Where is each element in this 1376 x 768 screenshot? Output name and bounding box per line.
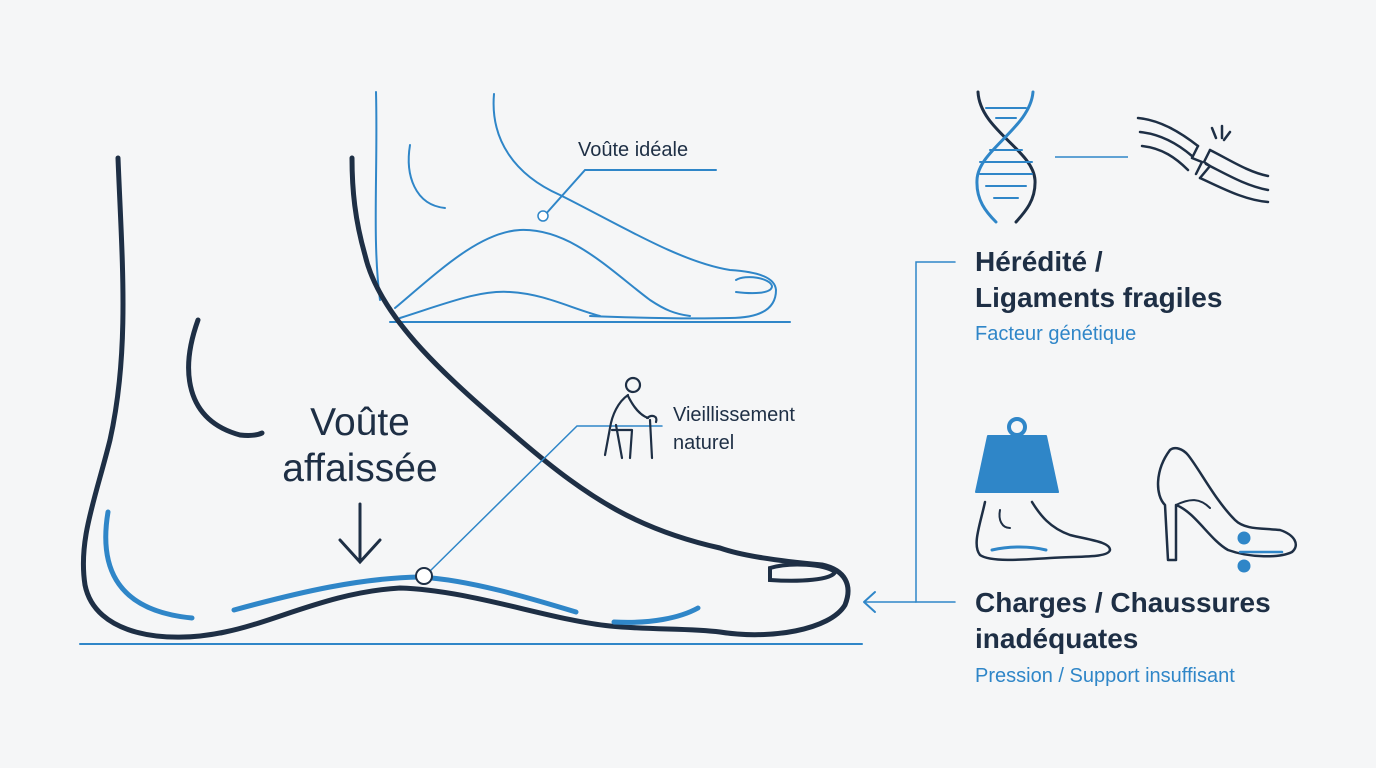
pressure-point-marker	[1237, 531, 1251, 545]
pressure-point-marker	[1237, 559, 1251, 573]
heredity-title-line2: Ligaments fragiles	[975, 282, 1223, 313]
flat-arch-marker	[415, 567, 433, 585]
loads-title-line1: Charges / Chaussures	[975, 587, 1271, 618]
dna-icon	[975, 90, 1037, 224]
heredity-subtitle: Facteur génétique	[975, 323, 1137, 345]
ideal-foot-illustration	[374, 91, 791, 323]
heredity-title-line1: Hérédité /	[975, 246, 1103, 277]
weight-icon	[975, 417, 1059, 493]
high-heel-shoe-icon	[1156, 446, 1297, 562]
loads-title: Charges / Chaussures inadéquates	[975, 585, 1271, 657]
flat-arch-label-line2: affaissée	[282, 447, 438, 490]
flat-foot-illustration	[79, 155, 863, 645]
arrow-left-icon	[863, 591, 876, 613]
loads-title-line2: inadéquates	[975, 623, 1139, 654]
torn-ligament-icon	[1136, 116, 1270, 204]
aging-label-line2: naturel	[673, 432, 735, 454]
aging-label: Vieillissement naturel	[673, 401, 795, 457]
flat-arch-label: Voûte affaissée	[260, 400, 460, 492]
ideal-arch-label: Voûte idéale	[578, 139, 689, 161]
factor-connector	[865, 261, 956, 603]
loads-subtitle: Pression / Support insuffisant	[975, 665, 1235, 687]
heredity-title: Hérédité / Ligaments fragiles	[975, 244, 1222, 316]
aging-label-line1: Vieillissement	[673, 404, 795, 426]
elderly-person-with-cane-icon	[603, 376, 658, 460]
loaded-foot-icon	[975, 500, 1112, 562]
ideal-arch-marker	[537, 210, 549, 222]
flat-arch-label-line1: Voûte	[310, 401, 410, 444]
